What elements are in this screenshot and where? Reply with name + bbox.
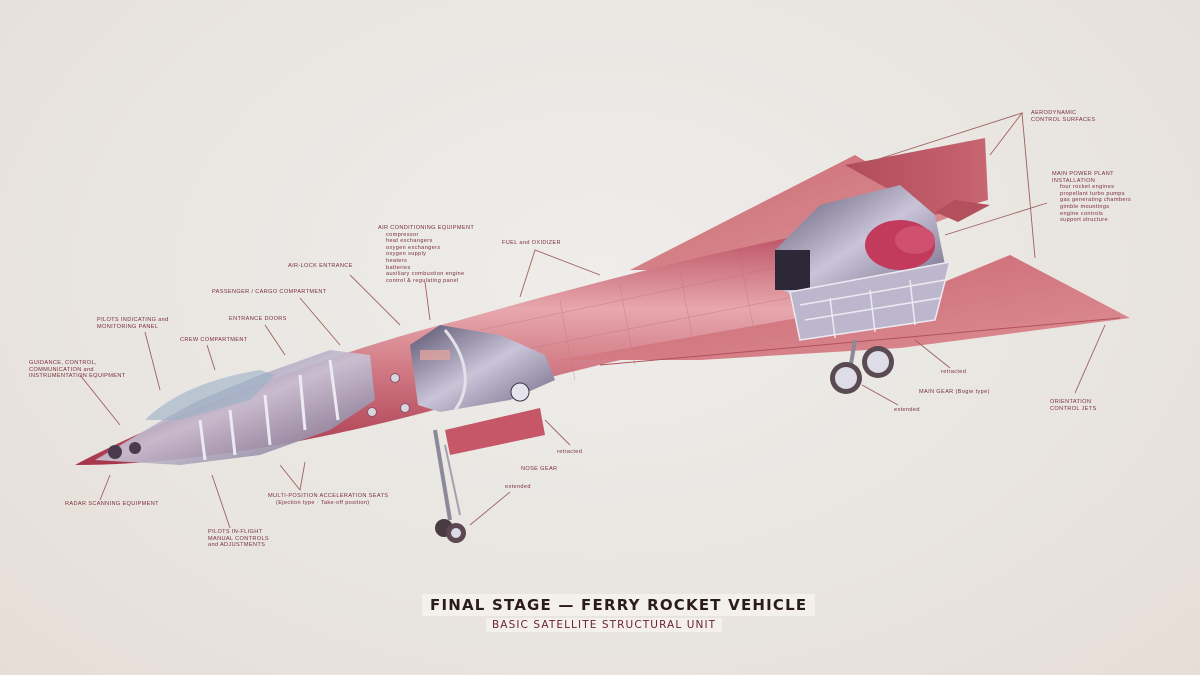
air-conditioning-item: auxiliary combustion engine (386, 271, 465, 278)
main-power-item: propellant turbo pumps (1060, 190, 1125, 197)
air-conditioning-item: heat exchangers (386, 238, 433, 245)
label-main-gear: MAIN GEAR (Bogie type) (919, 389, 990, 395)
label-acceleration-seats: MULTI-POSITION ACCELERATION SEATS (Eject… (268, 493, 388, 506)
label-crew-compartment: CREW COMPARTMENT (180, 337, 248, 343)
leader-lines (79, 112, 1106, 529)
nose-gear (433, 408, 545, 543)
label-entrance-doors: ENTRANCE DOORS (229, 316, 287, 322)
main-power-item: support structure (1060, 217, 1108, 224)
crew-cutaway (95, 350, 410, 465)
diagram-subtitle: BASIC SATELLITE STRUCTURAL UNIT (486, 618, 723, 632)
main-power-item: gas generating chambers (1060, 197, 1132, 204)
main-power-item: engine controls (1060, 210, 1104, 217)
label-fuel-oxidizer: FUEL and OXIDIZER (502, 240, 561, 246)
label-orientation-jets: ORIENTATION CONTROL JETS (1050, 399, 1097, 412)
label-radar: RADAR SCANNING EQUIPMENT (65, 501, 159, 507)
label-pilots-panel: PILOTS INDICATING and MONITORING PANEL (97, 317, 169, 330)
label-main-retracted: retracted (941, 369, 967, 375)
label-nose-extended: extended (505, 484, 531, 490)
seats-subtitle: (Ejection type · Take-off position) (276, 499, 370, 506)
label-pilots-controls: PILOTS IN-FLIGHT MANUAL CONTROLS and ADJ… (208, 529, 269, 549)
label-aero-surfaces: AERODYNAMIC CONTROL SURFACES (1031, 110, 1096, 123)
air-conditioning-item: batteries (386, 264, 411, 271)
main-power-item: gimble mountings (1060, 203, 1110, 210)
main-power-item: four rocket engines (1060, 184, 1115, 191)
air-conditioning-item: control & regulating panel (386, 277, 459, 284)
label-guidance: GUIDANCE, CONTROL, COMMUNICATION and INS… (29, 360, 126, 380)
label-passenger-cargo: PASSENGER / CARGO COMPARTMENT (212, 289, 327, 295)
lower-wing (560, 255, 1130, 366)
label-nose-retracted: retracted (557, 449, 583, 455)
air-conditioning-item: compressor (386, 231, 419, 238)
label-main-power-plant: MAIN POWER PLANT INSTALLATION four rocke… (1052, 171, 1131, 224)
main-gear (830, 339, 894, 394)
engine-cutaway (775, 185, 952, 341)
label-air-conditioning: AIR CONDITIONING EQUIPMENT compressor he… (378, 225, 474, 284)
air-conditioning-item: oxygen supply (386, 251, 427, 258)
diagram-title: FINAL STAGE — FERRY ROCKET VEHICLE (422, 594, 816, 616)
airlock-cutaway (410, 325, 555, 412)
label-main-extended: extended (894, 407, 920, 413)
seats-title: MULTI-POSITION ACCELERATION SEATS (268, 493, 389, 499)
label-air-lock: AIR-LOCK ENTRANCE (288, 263, 353, 269)
main-power-title: MAIN POWER PLANT INSTALLATION (1052, 171, 1114, 184)
air-conditioning-item: heaters (386, 257, 408, 264)
label-nose-gear: NOSE GEAR (521, 466, 558, 472)
air-conditioning-title: AIR CONDITIONING EQUIPMENT (378, 225, 475, 231)
air-conditioning-item: oxygen exchangers (386, 244, 441, 251)
